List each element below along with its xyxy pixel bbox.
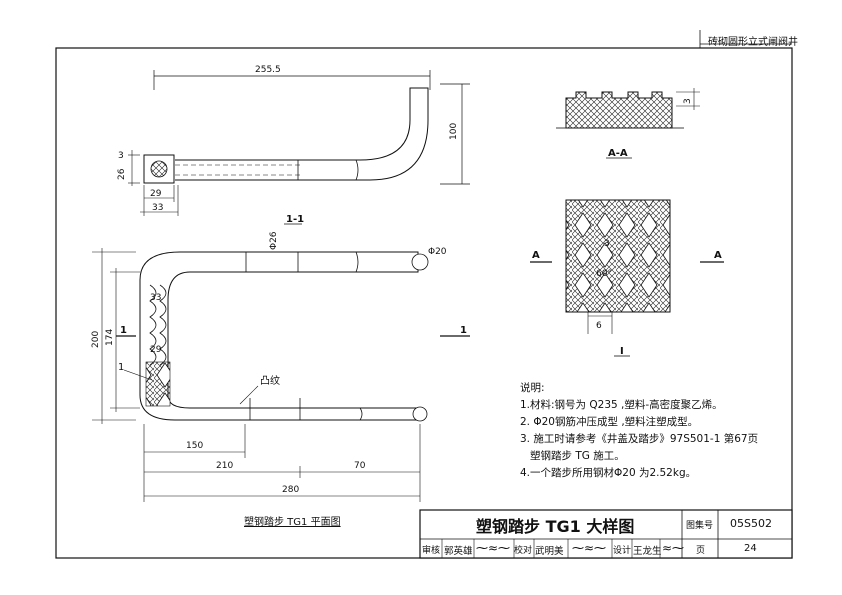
knurl-label: 凸纹: [260, 374, 280, 387]
section-marker-left: 1: [120, 325, 127, 336]
note-item-3: 3. 施工时请参考《井盖及踏步》97S501-1 第67页: [520, 433, 759, 445]
dim-rod-dia: Φ20: [428, 247, 447, 257]
leader-label-1: 1: [118, 362, 124, 373]
dim-detail-60: 60°: [596, 269, 612, 279]
note-item-4: 4.一个踏步所用钢材Φ20 为2.52kg。: [520, 467, 697, 479]
section-aa-view: 3 A-A: [556, 88, 700, 159]
dim-pipe-dia: Φ26: [269, 231, 279, 250]
detail-I-label: I: [620, 346, 624, 357]
section-marker-a-right: A: [714, 250, 722, 261]
dim-150: 150: [186, 441, 203, 451]
atlas-series-note: 砖砌圆形立式闸阀井: [708, 37, 798, 48]
dim-plan-29: 29: [150, 345, 162, 355]
note-item-1: 1.材料:钢号为 Q235 ,塑料-高密度聚乙烯。: [520, 399, 723, 411]
section-aa-label: A-A: [608, 148, 628, 159]
note-item-3-cont: 塑钢踏步 TG 施工。: [530, 450, 625, 462]
plan-view-caption: 塑钢踏步 TG1 平面图: [244, 517, 341, 528]
dim-top-length: 255.5: [255, 65, 281, 75]
dim-detail-6: 6: [596, 321, 602, 331]
plan-view: Φ26 Φ20 200 174 33 29 1 凸纹 1 1 150 210 7…: [91, 231, 470, 502]
checker-name: 武明美: [535, 546, 564, 557]
atlas-label: 图集号: [686, 521, 714, 531]
atlas-number: 05S502: [730, 517, 772, 530]
notes-title: 说明:: [520, 382, 545, 394]
dim-210: 210: [216, 461, 233, 471]
design-label: 设计: [613, 546, 632, 556]
section-1-1-label: 1-1: [286, 214, 304, 225]
page-label: 页: [696, 546, 706, 556]
title-block-frame: [419, 509, 793, 559]
page-number: 24: [744, 543, 757, 554]
section-marker-right: 1: [460, 325, 467, 336]
drawing-title: 塑钢踏步 TG1 大样图: [476, 517, 635, 536]
section-marker-a-left: A: [532, 250, 540, 261]
dim-total-height: 200: [91, 331, 101, 348]
dim-end-inner: 29: [150, 189, 162, 199]
detail-I-view: A A 3 60° 6 I: [530, 199, 724, 357]
dim-top-height: 100: [449, 123, 459, 140]
reviewer-name: 郭英雄: [444, 546, 473, 557]
dim-end-outer: 33: [152, 203, 163, 213]
dim-280: 280: [282, 485, 299, 495]
note-item-2: 2. Φ20钢筋冲压成型 ,塑料注塑成型。: [520, 416, 699, 428]
dim-aa-3: 3: [683, 98, 693, 104]
designer-name: 王龙生: [633, 546, 662, 557]
designer-signature: ≈⁓: [662, 541, 685, 555]
reviewer-signature: ⁓≈⁓: [476, 541, 511, 555]
dim-detail-3: 3: [604, 239, 610, 249]
dim-plan-33: 33: [150, 293, 161, 303]
dim-end-height: 26: [117, 168, 127, 180]
dim-70: 70: [354, 461, 366, 471]
checker-signature: ⁓≈⁓: [572, 541, 607, 555]
dim-inner-height: 174: [105, 329, 115, 346]
notes-block: 说明: 1.材料:钢号为 Q235 ,塑料-高密度聚乙烯。 2. Φ20钢筋冲压…: [520, 380, 758, 482]
review-label: 审核: [422, 546, 441, 556]
check-label: 校对: [514, 546, 533, 556]
dim-end-small: 3: [118, 151, 124, 161]
section-1-1-view: 255.5 100 3 26 29 33 1-1: [117, 65, 470, 225]
